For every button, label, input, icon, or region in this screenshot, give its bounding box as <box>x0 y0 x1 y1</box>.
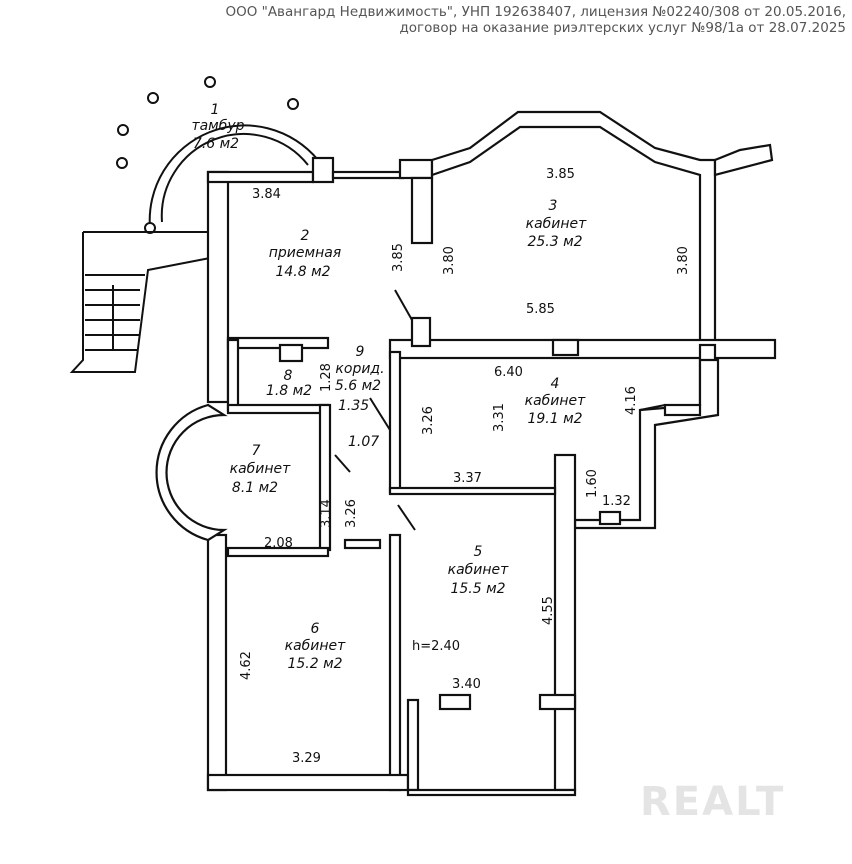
svg-text:приемная: приемная <box>269 245 341 261</box>
svg-text:4: 4 <box>551 376 560 392</box>
svg-text:6: 6 <box>311 621 320 637</box>
room-2-label: 2 приемная 14.8 м2 <box>269 228 341 280</box>
room-5-label: 5 кабинет 15.5 м2 <box>448 544 510 597</box>
svg-text:1: 1 <box>211 102 220 118</box>
header-line-2: договор на оказание риэлтерских услуг №9… <box>399 20 846 36</box>
vestibule-wall <box>148 124 319 229</box>
header-line-1: ООО "Авангард Недвижимость", УНП 1926384… <box>225 4 846 20</box>
svg-text:19.1 м2: 19.1 м2 <box>527 411 582 427</box>
svg-text:1.35: 1.35 <box>338 398 369 414</box>
dimensions: 3.84 3.85 3.80 3.85 3.80 5.85 6.40 4.16 … <box>239 167 691 766</box>
svg-text:5.85: 5.85 <box>526 302 555 317</box>
svg-text:8.1 м2: 8.1 м2 <box>232 480 278 496</box>
svg-text:3.84: 3.84 <box>252 187 281 202</box>
svg-text:3.37: 3.37 <box>453 471 482 486</box>
svg-text:1.8 м2: 1.8 м2 <box>266 383 312 399</box>
ceiling-height: h=2.40 <box>412 639 460 654</box>
svg-text:3.26: 3.26 <box>421 406 436 435</box>
svg-text:9: 9 <box>356 344 365 360</box>
vestibule-columns <box>116 76 299 234</box>
stairs <box>69 231 211 373</box>
svg-text:кабинет: кабинет <box>525 393 587 409</box>
svg-text:2: 2 <box>301 228 310 244</box>
vestibule-wall-inner <box>160 132 309 223</box>
svg-text:1.28: 1.28 <box>319 363 334 392</box>
svg-text:6.40: 6.40 <box>494 365 523 380</box>
room-9-label: 9 корид. 5.6 м2 <box>335 344 385 394</box>
svg-text:5.6 м2: 5.6 м2 <box>335 378 381 394</box>
svg-text:тамбур: тамбур <box>191 118 244 134</box>
svg-text:3.14: 3.14 <box>319 499 334 528</box>
svg-text:кабинет: кабинет <box>526 216 588 232</box>
svg-text:5: 5 <box>474 544 483 560</box>
svg-text:7: 7 <box>252 443 261 459</box>
svg-text:кабинет: кабинет <box>230 461 292 477</box>
room-3-label: 3 кабинет 25.3 м2 <box>526 198 588 250</box>
svg-text:кабинет: кабинет <box>285 638 347 654</box>
svg-text:4.55: 4.55 <box>541 596 556 625</box>
svg-text:15.5 м2: 15.5 м2 <box>450 581 505 597</box>
svg-text:3.80: 3.80 <box>442 246 457 275</box>
room-7-label: 7 кабинет 8.1 м2 <box>230 443 292 496</box>
svg-text:3.85: 3.85 <box>391 243 406 272</box>
svg-text:3.26: 3.26 <box>344 499 359 528</box>
svg-text:3.29: 3.29 <box>292 751 321 766</box>
svg-text:корид.: корид. <box>335 361 384 377</box>
svg-text:25.3 м2: 25.3 м2 <box>527 234 582 250</box>
listing-license-header: ООО "Авангард Недвижимость", УНП 1926384… <box>225 4 846 36</box>
svg-text:3.80: 3.80 <box>676 246 691 275</box>
svg-text:15.2 м2: 15.2 м2 <box>287 656 342 672</box>
svg-text:8: 8 <box>284 368 293 384</box>
svg-text:3.40: 3.40 <box>452 677 481 692</box>
svg-text:3.85: 3.85 <box>546 167 575 182</box>
room-8-label: 8 1.8 м2 <box>266 368 312 399</box>
room-1-label: 1 тамбур 7.6 м2 <box>191 102 244 152</box>
svg-text:1.07: 1.07 <box>348 434 379 450</box>
watermark: REALT <box>640 779 785 825</box>
walls <box>155 110 777 797</box>
svg-text:3: 3 <box>549 198 558 214</box>
svg-text:1.32: 1.32 <box>602 494 631 509</box>
svg-text:2.08: 2.08 <box>264 536 293 551</box>
svg-text:7.6 м2: 7.6 м2 <box>193 136 239 152</box>
svg-text:14.8 м2: 14.8 м2 <box>275 264 330 280</box>
svg-text:1.60: 1.60 <box>585 469 600 498</box>
svg-text:3.31: 3.31 <box>492 403 507 432</box>
room-4-label: 4 кабинет 19.1 м2 <box>525 376 587 427</box>
svg-text:4.62: 4.62 <box>239 651 254 680</box>
svg-text:кабинет: кабинет <box>448 562 510 578</box>
room-6-label: 6 кабинет 15.2 м2 <box>285 621 347 672</box>
svg-text:4.16: 4.16 <box>624 386 639 415</box>
door-swings <box>334 289 666 531</box>
